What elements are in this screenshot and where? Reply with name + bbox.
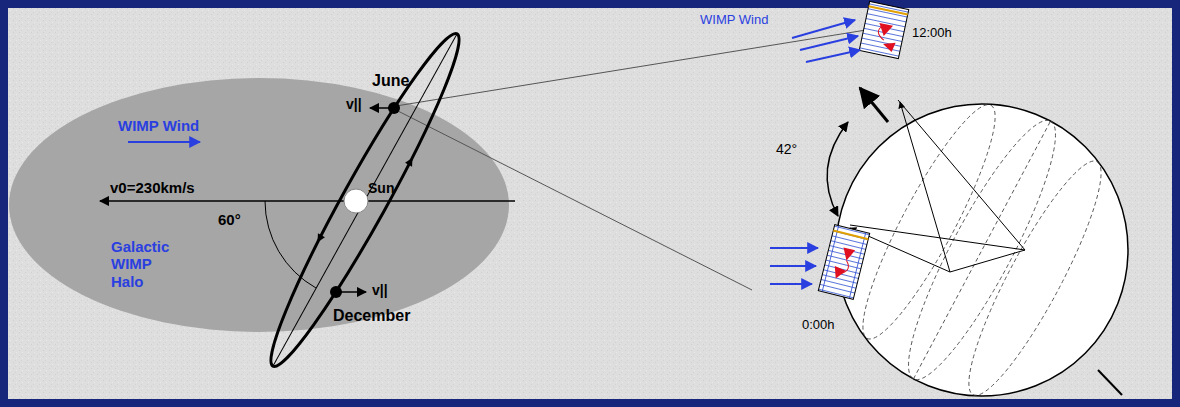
sun-label: Sun (368, 181, 394, 196)
detector-top (859, 1, 909, 58)
wind-label: WIMP Wind (118, 118, 199, 135)
detector-vector (950, 250, 1025, 272)
zoom-line (396, 30, 866, 106)
orbit-axis (273, 34, 457, 366)
velocity-arrow (336, 291, 366, 293)
galactic-velocity-arrow (100, 200, 515, 202)
angle-arc (827, 122, 848, 216)
latitude (844, 93, 1014, 351)
orbit-direction (405, 156, 416, 167)
earth-orbit (254, 23, 477, 377)
month-label: June (372, 72, 409, 90)
time-label: 0:00h (802, 318, 835, 332)
time-label: 12:00h (912, 26, 952, 40)
angle-arc (265, 201, 316, 288)
detector-vector (898, 100, 1025, 250)
angle-label: 42° (776, 142, 797, 157)
velocity-label: v|| (346, 97, 362, 112)
wind-arrow (128, 141, 200, 143)
axis-dashed (913, 121, 1050, 379)
wind-label: WIMP Wind (700, 13, 768, 27)
angle-label: 60° (218, 212, 241, 229)
panel (8, 8, 1172, 399)
velocity-arrow (370, 107, 394, 109)
earth-axis (1098, 370, 1122, 395)
rotation-arrow (860, 88, 888, 122)
latitude (887, 107, 1077, 393)
detector-bottom (818, 225, 869, 300)
halo-label: Galactic WIMP Halo (111, 238, 183, 290)
earth (836, 104, 1128, 396)
month-label: December (333, 307, 410, 325)
velocity-label: v0=230km/s (110, 180, 195, 197)
detector-vector (900, 102, 950, 272)
sun (344, 189, 368, 213)
latitude (950, 149, 1120, 407)
wind-arrows (770, 20, 860, 284)
velocity-label: v|| (372, 283, 388, 298)
zoom-line (396, 110, 752, 290)
orbit-direction (314, 233, 325, 244)
